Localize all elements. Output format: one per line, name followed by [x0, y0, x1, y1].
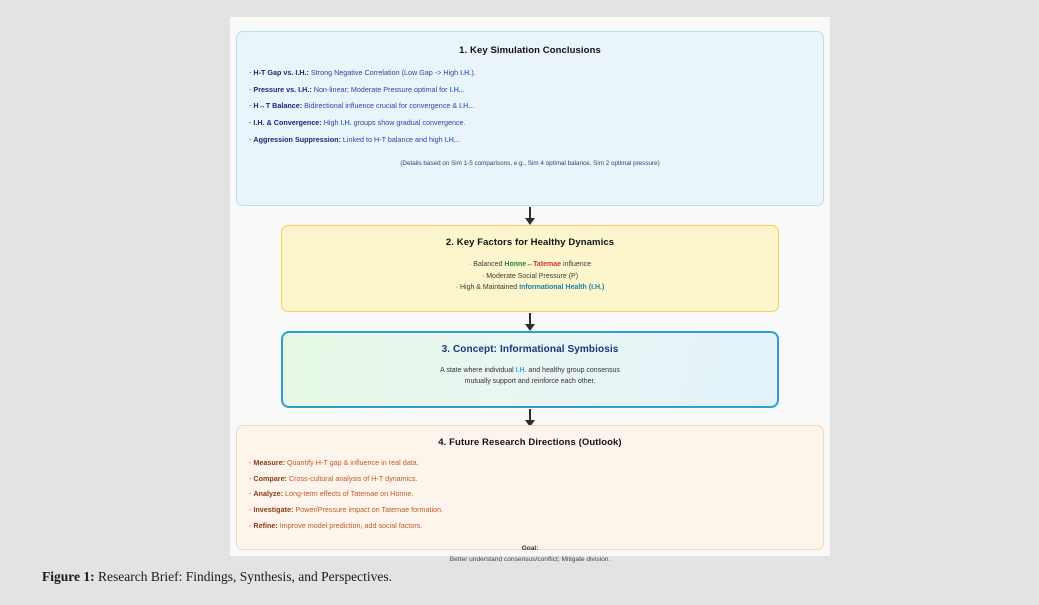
bullet-marker: - [249, 134, 252, 144]
ih-label: I.H. [515, 367, 527, 374]
arrow-box3-to-box4 [523, 409, 537, 427]
bullet-label: Refine: [253, 520, 278, 530]
bullet-label: H-T Gap vs. I.H.: [253, 68, 309, 77]
bullet-highlight: I.H. [449, 84, 461, 94]
box2-line-1: · Balanced Honne↔Tatemae influence [282, 259, 778, 271]
bullet-text-b: ). [471, 68, 476, 77]
line1-pre: · Balanced [468, 261, 505, 268]
bullet-text: Improve model prediction, add social fac… [277, 520, 423, 530]
body-pre: A state where individual [440, 367, 516, 374]
line3-pre: · High & Maintained [455, 284, 520, 292]
bullet-label: Pressure vs. I.H.: [253, 84, 312, 94]
line3-post: (I.H.) [586, 284, 605, 292]
box3-line-1: A state where individual I.H. and health… [283, 366, 777, 377]
box-key-factors-healthy-dynamics: 2. Key Factors for Healthy Dynamics · Ba… [281, 225, 779, 312]
bullet-text-b: groups show gradual convergence. [351, 118, 466, 128]
bullet-marker: - [249, 118, 252, 128]
bullet-label: H↔T Balance: [253, 101, 303, 111]
box2-line-3: · High & Maintained Informational Health… [282, 282, 778, 294]
list-item: - H-T Gap vs. I.H.: Strong Negative Corr… [249, 69, 823, 76]
bullet-text: Quantify H-T gap & influence in real dat… [284, 458, 419, 467]
box-key-simulation-conclusions: 1. Key Simulation Conclusions - H-T Gap … [236, 31, 824, 206]
list-item: - Compare: Cross-cultural analysis of H-… [249, 475, 823, 482]
bullet-marker: - [249, 458, 252, 467]
arrow-head [525, 324, 535, 331]
bullet-marker: - [249, 101, 252, 111]
box3-title: 3. Concept: Informational Symbiosis [441, 344, 619, 355]
list-item: - H↔T Balance: Bidirectional influence c… [249, 102, 823, 109]
bullet-highlight: I.H. [444, 134, 456, 144]
arrow-box2-to-box3 [523, 313, 537, 331]
box2-title: 2. Key Factors for Healthy Dynamics [445, 237, 615, 248]
box3-body: A state where individual I.H. and health… [283, 366, 777, 388]
figure-caption: Figure 1: Research Brief: Findings, Synt… [42, 569, 392, 585]
bullet-text-b: .. [455, 134, 460, 144]
list-item: - Refine: Improve model prediction, add … [249, 522, 823, 529]
list-item: - Analyze: Long-term effects of Tatemae … [249, 490, 823, 497]
box4-title: 4. Future Research Directions (Outlook) [438, 437, 622, 448]
arrow-head [525, 420, 535, 427]
bullet-marker: - [249, 473, 252, 483]
bullet-marker: - [249, 505, 252, 515]
bullet-highlight: I.H. [460, 68, 472, 77]
arrow-box1-to-box2 [523, 207, 537, 225]
page-background: 1. Key Simulation Conclusions - H-T Gap … [8, 4, 1031, 601]
bullet-text-b: .. [460, 84, 465, 94]
bullet-marker: - [249, 84, 252, 94]
bullet-label: Analyze: [253, 489, 283, 499]
bullet-text-a: High [321, 118, 341, 128]
bullet-text-a: Non-linear; Moderate Pressure optimal fo… [311, 84, 450, 94]
list-item: - I.H. & Convergence: High I.H. groups s… [249, 119, 823, 126]
caption-text: Research Brief: Findings, Synthesis, and… [94, 569, 392, 584]
bullet-highlight: I.H. [459, 101, 471, 111]
box2-line-2: · Moderate Social Pressure (P) [481, 272, 579, 280]
informational-health-label: Informational Health [519, 284, 587, 292]
figure-panel: 1. Key Simulation Conclusions - H-T Gap … [230, 17, 830, 563]
box1-title: 1. Key Simulation Conclusions [459, 45, 601, 56]
arrow-shaft [529, 207, 531, 219]
arrow-shaft [529, 313, 531, 325]
box3-line-2: mutually support and reinforce each othe… [464, 377, 596, 385]
bullet-marker: - [249, 520, 252, 530]
list-item: - Pressure vs. I.H.: Non-linear; Moderat… [249, 86, 823, 93]
goal-text: Better understand consensus/conflict; Mi… [449, 556, 611, 564]
list-item: - Aggression Suppression: Linked to H-T … [249, 136, 823, 143]
honne-label: Honne [504, 261, 527, 268]
bullet-text-a: Bidirectional influence crucial for conv… [302, 101, 460, 111]
bullet-text-b: .. [470, 101, 475, 111]
bullet-marker: - [249, 489, 252, 499]
bullet-label: Compare: [253, 473, 287, 483]
box1-note: (Details based on Sim 1-5 comparisons, e… [400, 160, 660, 168]
arrow-head [525, 218, 535, 225]
box4-goal: Goal: Better understand consensus/confli… [237, 543, 823, 565]
bullet-marker: - [249, 68, 252, 77]
bullet-text-a: Strong Negative Correlation (Low Gap -> … [308, 68, 461, 77]
arrow-shaft [529, 409, 531, 421]
bullet-text: Cross-cultural analysis of H-T dynamics. [286, 473, 418, 483]
flow-diagram: 1. Key Simulation Conclusions - H-T Gap … [230, 17, 830, 563]
bullet-text-a: Linked to H-T balance and high [340, 134, 445, 144]
bullet-label: Investigate: [253, 505, 294, 515]
bullet-label: I.H. & Convergence: [253, 118, 322, 128]
list-item: - Measure: Quantify H-T gap & influence … [249, 459, 823, 466]
body-post: and healthy group consensus [526, 367, 620, 374]
bullet-label: Measure: [253, 458, 285, 467]
bidirectional-arrow-icon: ↔ [526, 261, 534, 268]
list-item: - Investigate: Power/Pressure impact on … [249, 506, 823, 513]
goal-label: Goal: [521, 545, 539, 553]
line1-post: influence [561, 261, 592, 268]
caption-label: Figure 1: [42, 569, 95, 584]
bullet-highlight: I.H. [340, 118, 352, 128]
box1-bullet-list: - H-T Gap vs. I.H.: Strong Negative Corr… [237, 69, 823, 143]
box2-body: · Balanced Honne↔Tatemae influence · Mod… [282, 259, 778, 294]
bullet-label: Aggression Suppression: [253, 134, 341, 144]
bullet-text: Long-term effects of Tatemae on Honne. [282, 489, 414, 499]
tatemae-label: Tatemae [533, 261, 562, 268]
box-concept-informational-symbiosis: 3. Concept: Informational Symbiosis A st… [281, 331, 779, 408]
box4-bullet-list: - Measure: Quantify H-T gap & influence … [237, 459, 823, 529]
bullet-text: Power/Pressure impact on Tatemae formati… [293, 505, 444, 515]
box-future-research-directions: 4. Future Research Directions (Outlook) … [236, 425, 824, 563]
